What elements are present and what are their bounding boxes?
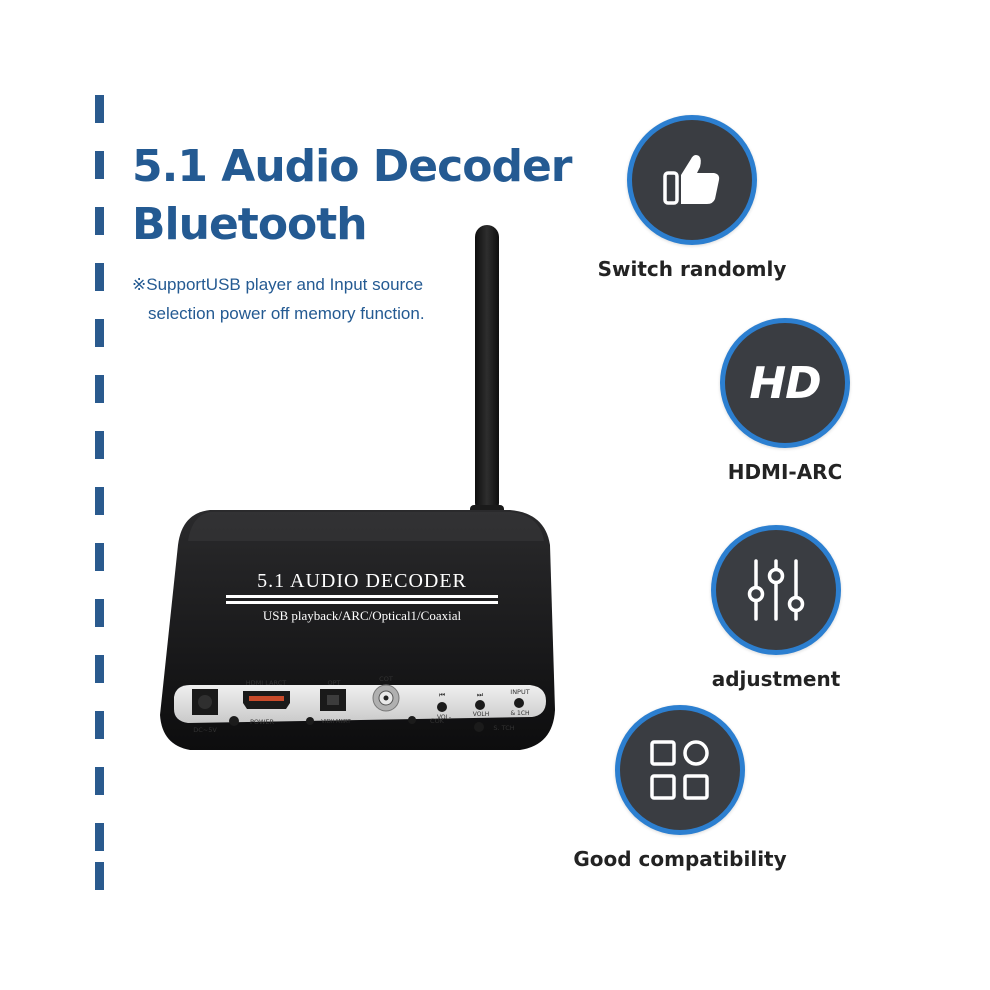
switch-label: S. TCH [493,724,514,732]
description-line-1: ※SupportUSB player and Input source [132,275,424,294]
input-label: INPUT [510,688,529,696]
svg-text:⏭: ⏭ [477,691,484,699]
page-title: 5.1 Audio Decoder Bluetooth [132,138,572,254]
device-brand-text: 5.1 AUDIO DECODER [257,570,467,592]
feature-label: HDMI-ARC [727,460,843,484]
feature-adjustment: adjustment [646,525,906,691]
vol-down-label: VOL- [437,714,451,721]
dashed-divider [95,95,104,890]
power-button [229,716,239,726]
feature-badge [615,705,745,835]
feature-switch-randomly: Switch randomly [562,115,822,281]
power-label: POWER [250,718,275,726]
cok-label: COK [430,717,445,725]
hdmi-label: HDMI LARCT [246,679,286,687]
input-button [514,698,524,708]
rear-panel [174,685,546,723]
title-line-1: 5.1 Audio Decoder [132,141,572,192]
coax-label: COT [379,675,393,683]
feature-label: Good compatibility [573,847,787,871]
opt-sub-label: VIDII MIIRT [321,719,351,725]
feature-badge [627,115,757,245]
vol-up-label: VOLH [473,711,490,718]
grid-icon [650,740,709,800]
feature-good-compatibility: Good compatibility [550,705,810,871]
antenna [470,225,504,523]
decoder-device-image: 5.1 AUDIO DECODER USB playback/ARC/Optic… [160,225,555,750]
description-line-2: selection power off memory function. [148,304,425,323]
feature-hdmi-arc: HD HDMI-ARC [655,318,915,484]
device-sub-text: USB playback/ARC/Optical1/Coaxial [263,608,462,623]
feature-badge [711,525,841,655]
next-button [475,700,485,710]
feature-label: adjustment [711,667,841,691]
feature-description: ※SupportUSB player and Input source sele… [132,270,425,328]
svg-text:⏮: ⏮ [439,691,445,699]
prev-button [437,702,447,712]
title-line-2: Bluetooth [132,199,368,250]
input-sub-label: & 1CH [510,710,529,717]
thumbs-up-icon [663,155,720,205]
sliders-icon [747,559,805,621]
opt-label: OPT [327,679,340,687]
hd-icon: HD [749,357,821,409]
feature-badge: HD [720,318,850,448]
dc-label: DC~5V [193,726,217,734]
switch-button [474,722,484,732]
feature-label: Switch randomly [597,257,787,281]
